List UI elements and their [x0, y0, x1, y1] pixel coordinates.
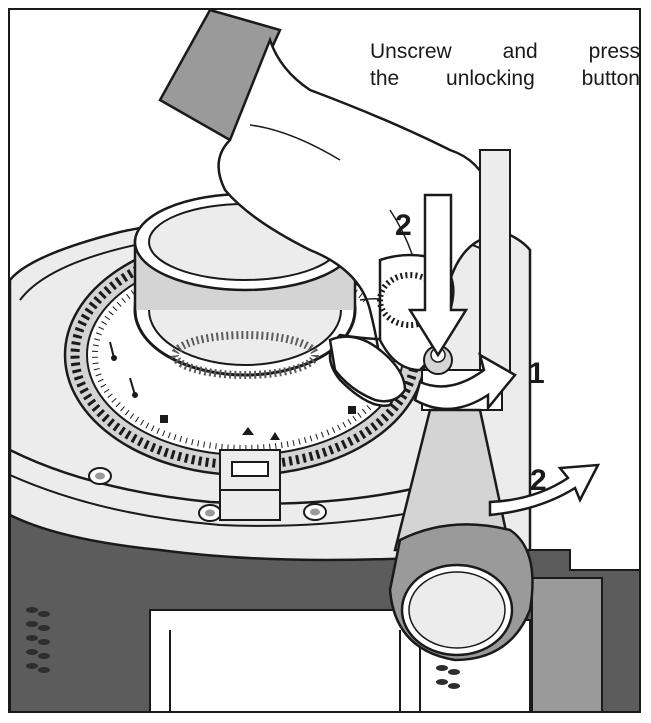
grinder-illustration: 2 1 2 [10, 10, 639, 711]
illustration-frame: 2 1 2 Unscrew and press the unlocking bu… [8, 8, 641, 713]
caption-line-1: Unscrew and press [370, 38, 640, 65]
press-arrow-top [407, 193, 469, 358]
caption-word: Unscrew [370, 40, 452, 63]
caption-word: press [588, 40, 640, 63]
instruction-caption: Unscrew and press the unlocking button [370, 38, 640, 92]
grinder-side-handle [388, 408, 534, 662]
step-number-press-side: 2 [530, 464, 547, 497]
caption-word: button [581, 67, 640, 90]
caption-word: unlocking [446, 67, 535, 90]
caption-word: the [370, 67, 400, 90]
step-number-unscrew: 1 [528, 357, 545, 390]
press-arrow-side [488, 463, 601, 517]
grind-scale-symbols [109, 341, 356, 440]
ring-latch [219, 449, 281, 521]
caption-word: and [502, 40, 538, 63]
caption-line-2: the unlocking button [370, 65, 640, 92]
housing-screws [88, 467, 327, 522]
step-number-press-top: 2 [395, 209, 412, 242]
unscrew-arrow [413, 352, 517, 412]
